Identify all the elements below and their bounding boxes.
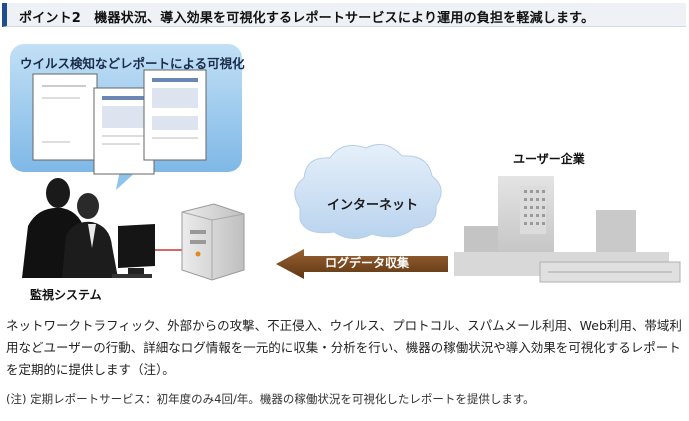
arrow-left-icon bbox=[276, 249, 448, 279]
description-paragraph: ネットワークトラフィック、外部からの攻撃、不正侵入、ウイルス、プロトコル、スパム… bbox=[6, 318, 682, 377]
report-document-icon bbox=[32, 69, 207, 175]
internet-label: インターネット bbox=[327, 198, 419, 213]
computer-monitor-icon bbox=[112, 224, 155, 278]
operator-people-icon bbox=[22, 178, 118, 278]
log-collection-label: ログデータ収集 bbox=[325, 256, 410, 270]
building-icon bbox=[454, 176, 681, 283]
cloud-icon bbox=[294, 143, 442, 239]
monitoring-system-label: 監視システム bbox=[30, 288, 102, 302]
server-icon bbox=[181, 203, 245, 281]
section-header: ポイント2 機器状況、導入効果を可視化するレポートサービスにより運用の負担を軽減… bbox=[2, 3, 686, 27]
footnote: (注) 定期レポートサービス：初年度のみ4回/年。機器の稼働状況を可視化したレポ… bbox=[6, 392, 535, 406]
user-company-label: ユーザー企業 bbox=[513, 152, 585, 166]
section-title: ポイント2 機器状況、導入効果を可視化するレポートサービスにより運用の負担を軽減… bbox=[19, 11, 595, 26]
bubble-label: ウイルス検知などレポートによる可視化 bbox=[20, 56, 245, 71]
service-diagram: ウイルス検知などレポートによる可視化 インターネット ログデータ収集 監視システ… bbox=[0, 30, 689, 305]
